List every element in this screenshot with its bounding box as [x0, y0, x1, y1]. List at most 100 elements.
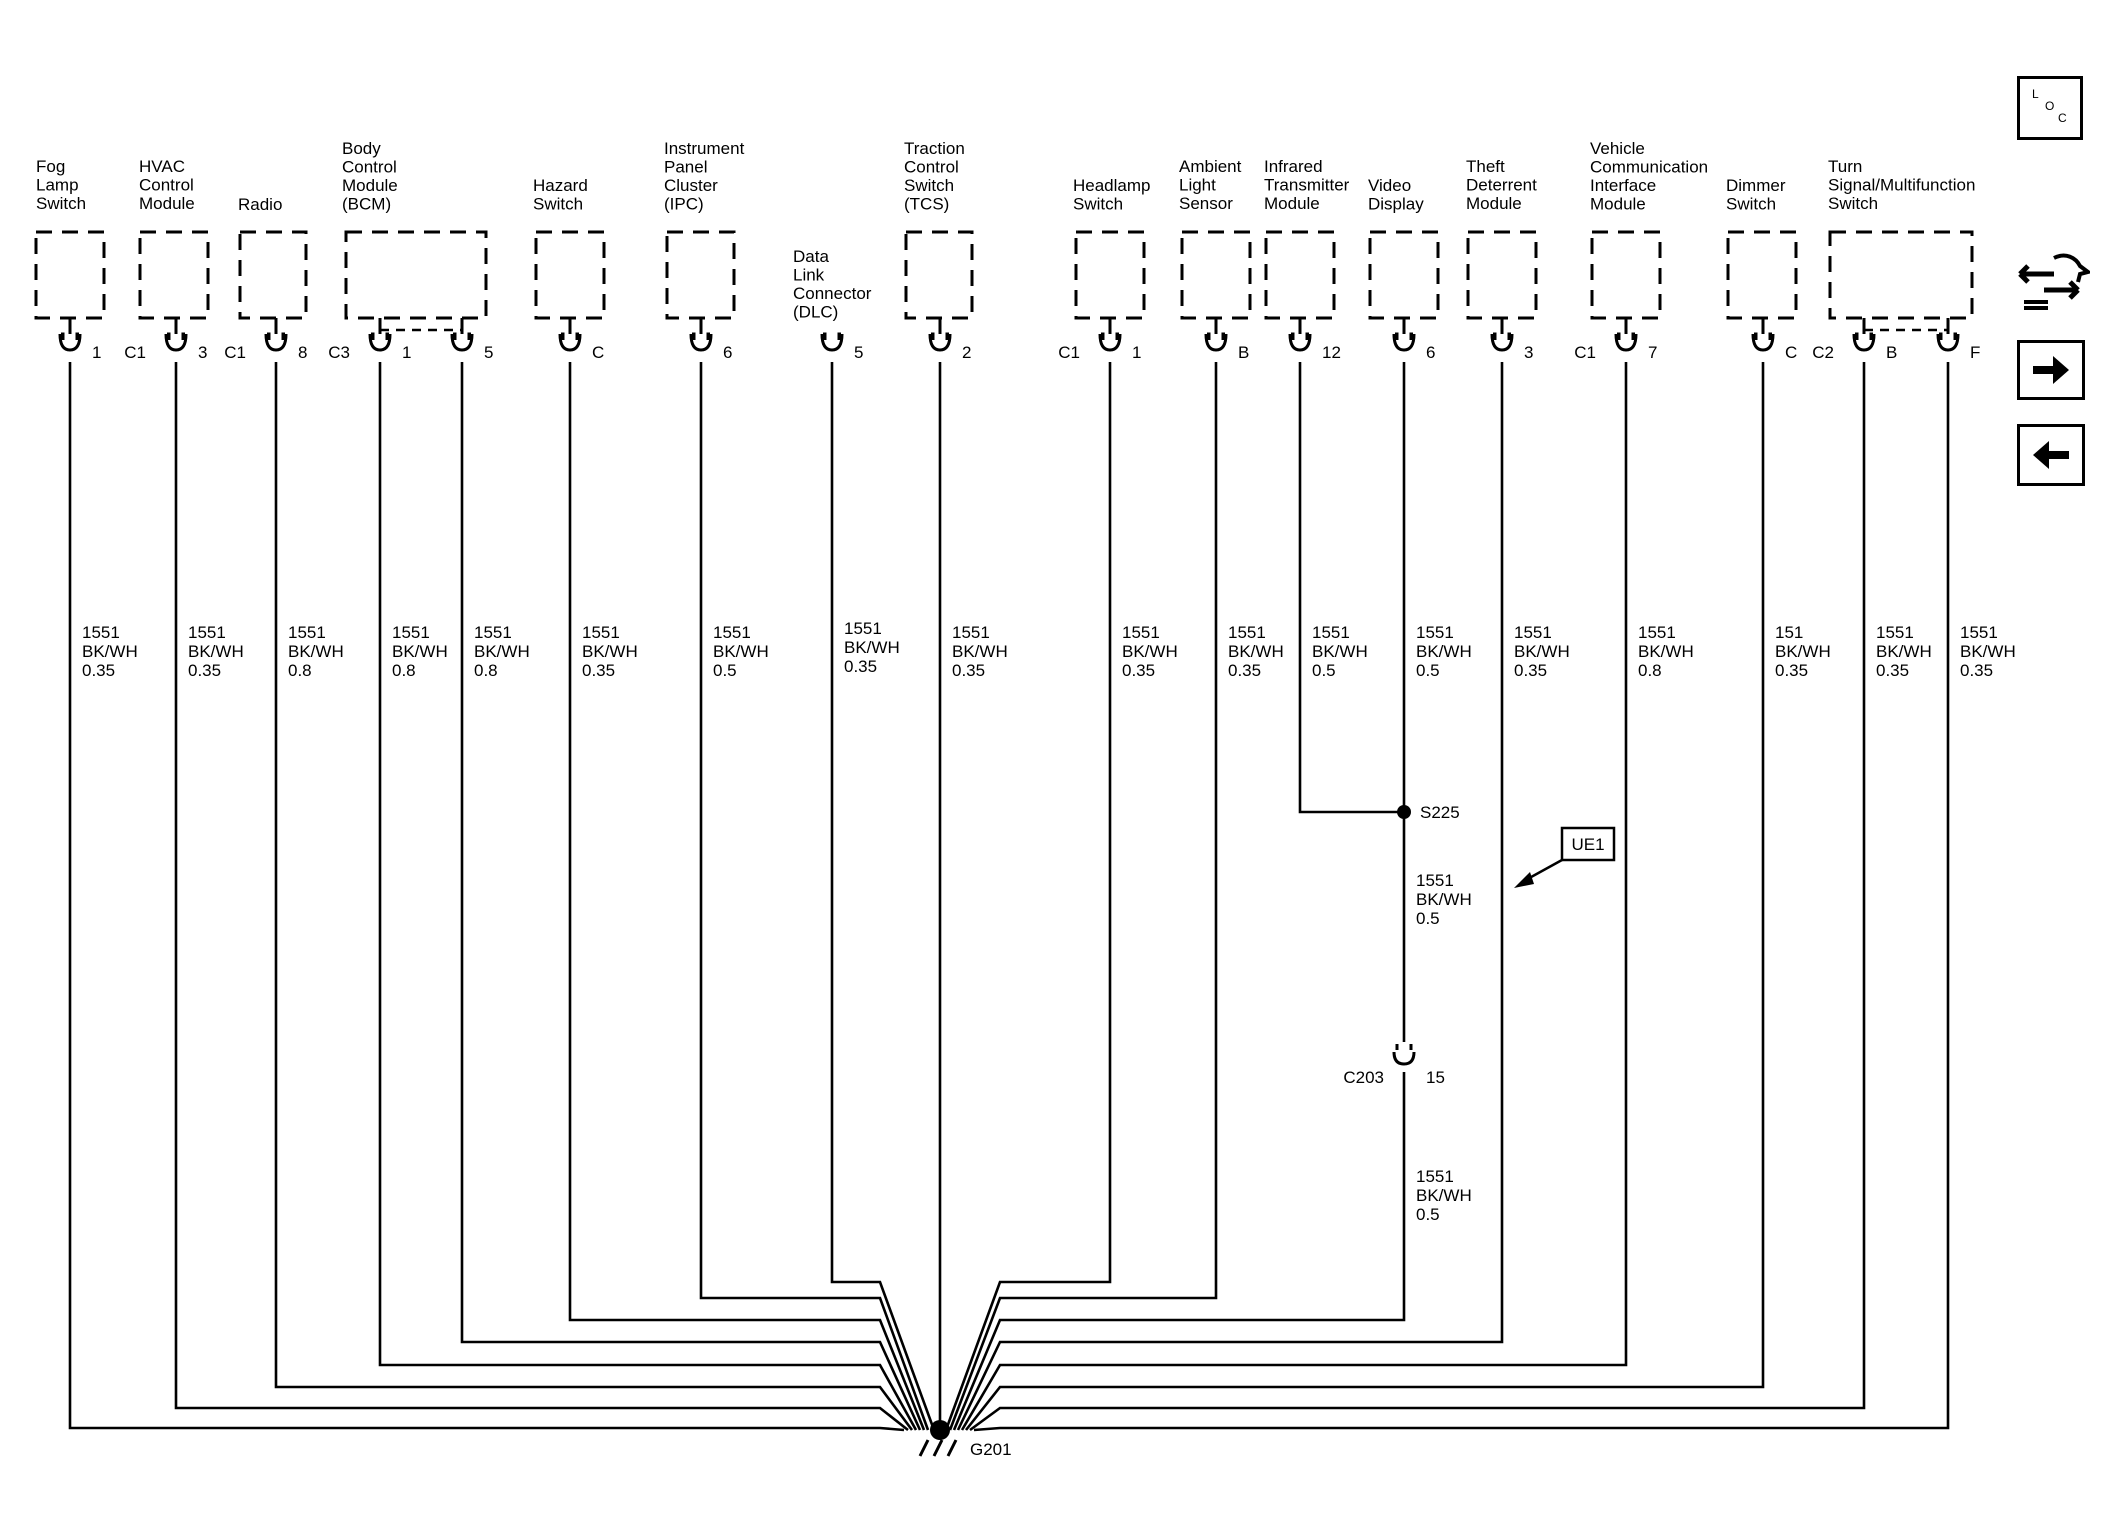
dlc-connector-icon	[820, 332, 844, 352]
bcm-wire	[378, 362, 918, 1431]
previous-page-button[interactable]	[2017, 424, 2085, 486]
fog-pin-number: 1	[92, 343, 101, 362]
headlamp-label: Headlamp	[1073, 176, 1151, 195]
bcm-wire-color: BK/WH	[474, 642, 530, 661]
hvac-wire-gauge: 0.35	[188, 661, 221, 680]
ambient-label: Ambient	[1179, 157, 1242, 176]
vcim-label: Communication	[1590, 158, 1708, 177]
dlc-wire	[830, 362, 936, 1431]
theft-pin-number: 3	[1524, 343, 1533, 362]
headlamp-wire	[944, 362, 1112, 1431]
vcim-label: Vehicle	[1590, 139, 1645, 158]
video-pin-number: 6	[1426, 343, 1435, 362]
radio-wire	[274, 362, 914, 1431]
fog-wire-gauge: 0.35	[82, 661, 115, 680]
ambient-label: Sensor	[1179, 194, 1233, 213]
turn-wire-gauge: 0.35	[1960, 661, 1993, 680]
splice-wire-color: BK/WH	[1416, 890, 1472, 909]
hvac-label: Module	[139, 194, 195, 213]
bcm-component-box	[344, 230, 488, 320]
dimmer-label: Dimmer	[1726, 176, 1786, 195]
turn-wire-color: BK/WH	[1960, 642, 2016, 661]
infrared-pin-number: 12	[1322, 343, 1341, 362]
ambient-connector-icon	[1204, 332, 1228, 352]
dimmer-wire-circuit: 151	[1775, 623, 1803, 642]
next-page-arrow-icon	[2033, 356, 2069, 384]
ipc-wire-circuit: 1551	[713, 623, 751, 642]
hazard-pin-number: C	[592, 343, 604, 362]
dlc-wire-color: BK/WH	[844, 638, 900, 657]
fog-connector-icon	[58, 332, 82, 352]
infrared-component-box	[1264, 230, 1336, 320]
theft-wire-circuit: 1551	[1514, 623, 1552, 642]
radio-label: Radio	[238, 195, 282, 214]
ambient-component-box	[1180, 230, 1252, 320]
tcs-label: Switch	[904, 176, 954, 195]
tcs-wire-color: BK/WH	[952, 642, 1008, 661]
hvac-wire-color: BK/WH	[188, 642, 244, 661]
previous-page-arrow-icon	[2033, 441, 2069, 469]
video-wire-circuit: 1551	[1416, 623, 1454, 642]
hvac-label: Control	[139, 176, 194, 195]
infrared-label: Transmitter	[1264, 176, 1350, 195]
dlc-label: Data	[793, 247, 829, 266]
vcim-wire	[960, 362, 1628, 1431]
headlamp-pin-number: 1	[1132, 343, 1141, 362]
fog-wire	[68, 362, 905, 1432]
turn-connector-icon	[1936, 332, 1960, 352]
ipc-label: Panel	[664, 158, 707, 177]
hvac-pin-number: 3	[198, 343, 207, 362]
bcm-connector-icon	[450, 332, 474, 352]
ambient-wire-color: BK/WH	[1228, 642, 1284, 661]
turn-wire-circuit: 1551	[1876, 623, 1914, 642]
dlc-wire-gauge: 0.35	[844, 657, 877, 676]
ipc-label: Cluster	[664, 176, 718, 195]
bcm-wire-gauge: 0.8	[392, 661, 416, 680]
dlc-label: (DLC)	[793, 303, 838, 322]
loc-button[interactable]: L O C	[2017, 76, 2083, 140]
ambient-wire-gauge: 0.35	[1228, 661, 1261, 680]
vcim-wire-circuit: 1551	[1638, 623, 1676, 642]
infrared-wire-gauge: 0.5	[1312, 661, 1336, 680]
ground-icon	[918, 1439, 958, 1457]
tcs-wire-circuit: 1551	[952, 623, 990, 642]
next-page-button[interactable]	[2017, 340, 2085, 400]
connector-end-view-button[interactable]	[2014, 244, 2093, 320]
radio-wire-gauge: 0.8	[288, 661, 312, 680]
tcs-label: Control	[904, 158, 959, 177]
ipc-wire-color: BK/WH	[713, 642, 769, 661]
video-connector-icon	[1392, 332, 1416, 352]
turn-component-box	[1828, 230, 1974, 320]
inline-wire-gauge: 0.5	[1416, 1205, 1440, 1224]
tcs-label: Traction	[904, 139, 965, 158]
vcim-label: Interface	[1590, 176, 1656, 195]
bcm-label: Control	[342, 158, 397, 177]
infrared-label: Module	[1264, 194, 1320, 213]
vcim-pin-number: 7	[1648, 343, 1657, 362]
theft-label: Module	[1466, 194, 1522, 213]
option-flag-label: UE1	[1571, 835, 1604, 854]
turn-pin-number: F	[1970, 343, 1980, 362]
theft-label: Theft	[1466, 157, 1505, 176]
tcs-connector-icon	[928, 332, 952, 352]
video-label: Display	[1368, 195, 1424, 214]
headlamp-wire-color: BK/WH	[1122, 642, 1178, 661]
hazard-label: Hazard	[533, 176, 588, 195]
bcm-label: (BCM)	[342, 195, 391, 214]
splice-node	[1397, 805, 1411, 819]
ground-label: G201	[970, 1440, 1012, 1459]
ambient-wire-circuit: 1551	[1228, 623, 1266, 642]
radio-wire-circuit: 1551	[288, 623, 326, 642]
hazard-label: Switch	[533, 195, 583, 214]
theft-wire	[956, 362, 1504, 1431]
dimmer-wire-gauge: 0.35	[1775, 661, 1808, 680]
fog-label: Fog	[36, 157, 65, 176]
dlc-pin-number: 5	[854, 343, 863, 362]
inline-wire-circuit: 1551	[1416, 1167, 1454, 1186]
dimmer-pin-number: C	[1785, 343, 1797, 362]
hvac-label: HVAC	[139, 157, 185, 176]
bcm-pin-number: 5	[484, 343, 493, 362]
option-flag-box	[1560, 826, 1616, 862]
bcm-label: Body	[342, 139, 381, 158]
tcs-wire-gauge: 0.35	[952, 661, 985, 680]
